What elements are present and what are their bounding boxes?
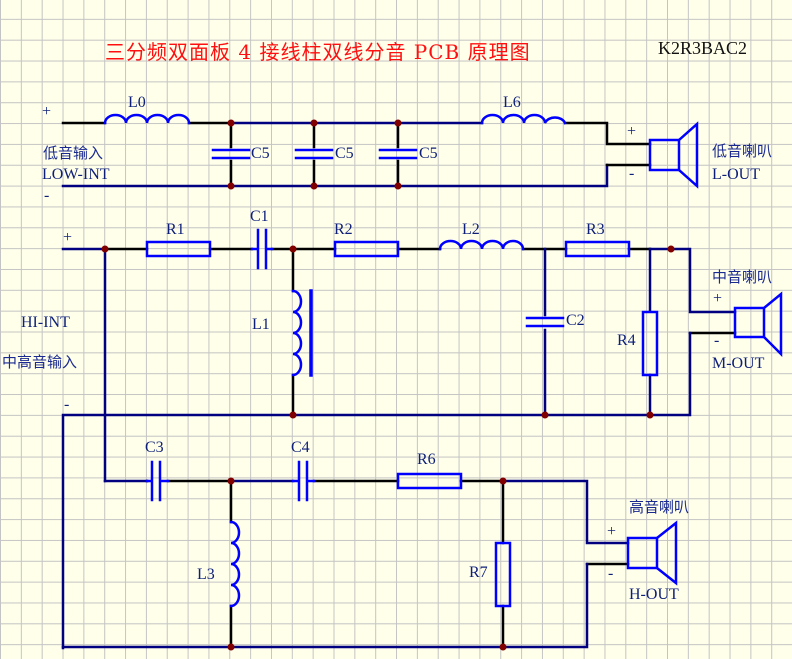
junction-dot: [289, 245, 297, 253]
label-C5-1: C5: [251, 145, 270, 162]
inductor-L2: [438, 239, 525, 251]
junction-dot: [227, 643, 235, 651]
resistor-R6: [396, 472, 463, 490]
model-code: K2R3BAC2: [658, 38, 748, 58]
inductor-L1: [291, 289, 313, 377]
junction-dot: [310, 119, 318, 127]
mid-out-minus: -: [714, 332, 720, 349]
label-L2: L2: [462, 221, 480, 238]
resistor-R3: [564, 240, 631, 258]
capacitor-C5-2: [294, 148, 334, 160]
speaker-mid-icon: [733, 291, 783, 358]
junction-dot: [499, 643, 507, 651]
label-L1: L1: [252, 316, 270, 333]
label-R7: R7: [469, 564, 488, 581]
schematic-title: 三分频双面板 4 接线柱双线分音 PCB 原理图: [105, 40, 531, 64]
junction-dot: [227, 119, 235, 127]
inductor-L6: [480, 113, 567, 125]
low-speaker-name: L-OUT: [712, 166, 760, 183]
junction-dot: [289, 411, 297, 419]
junction-dot: [101, 245, 109, 253]
label-C4: C4: [291, 439, 310, 456]
low-input-name: LOW-INT: [42, 166, 110, 183]
mid-out-plus: +: [713, 290, 723, 307]
junction-dot: [646, 411, 654, 419]
label-R4: R4: [617, 332, 636, 349]
label-R2: R2: [334, 221, 353, 238]
label-C5-3: C5: [419, 145, 438, 162]
low-section-wiring: [61, 121, 652, 188]
junction-dot: [227, 477, 235, 485]
junction-dot: [394, 182, 402, 190]
high-out-plus: +: [607, 523, 617, 540]
resistor-R4: [641, 310, 659, 377]
high-speaker-name: H-OUT: [629, 586, 679, 603]
mid-speaker-cn: 中音喇叭: [712, 268, 773, 286]
junctions: [101, 119, 675, 651]
low-input-name-cn: 低音输入: [43, 144, 104, 162]
label-C3: C3: [145, 439, 164, 456]
label-C5-2: C5: [335, 145, 354, 162]
hi-input-minus: -: [64, 396, 70, 413]
hi-input-name: HI-INT: [21, 314, 70, 331]
low-out-minus: -: [629, 165, 635, 182]
junction-dot: [310, 182, 318, 190]
mid-speaker-name: M-OUT: [712, 355, 765, 372]
label-R6: R6: [417, 451, 436, 468]
high-speaker-cn: 高音喇叭: [629, 498, 690, 516]
label-L3: L3: [197, 566, 215, 583]
resistor-R1: [145, 240, 212, 258]
junction-dot: [227, 182, 235, 190]
capacitor-C1: [250, 228, 274, 270]
label-L6: L6: [503, 94, 521, 111]
mid-section-wiring: [61, 247, 737, 650]
low-input-minus: -: [44, 187, 50, 204]
low-speaker-cn: 低音喇叭: [712, 142, 773, 160]
speaker-low-icon: [648, 121, 699, 189]
label-C2: C2: [566, 312, 585, 329]
label-R3: R3: [586, 221, 605, 238]
label-R1: R1: [166, 221, 185, 238]
junction-dot: [394, 119, 402, 127]
capacitor-C5-3: [378, 148, 418, 160]
low-input-plus: +: [42, 103, 52, 120]
junction-dot: [541, 411, 549, 419]
capacitor-C4: [291, 460, 316, 502]
inductor-L0: [103, 113, 191, 125]
hi-input-plus: +: [63, 229, 73, 246]
high-out-minus: -: [608, 565, 614, 582]
high-section-wiring: [61, 479, 630, 649]
capacitor-C2: [525, 316, 565, 328]
speaker-high-icon: [626, 520, 678, 586]
capacitor-C5-1: [211, 148, 251, 160]
resistor-R7: [494, 541, 512, 608]
label-L0: L0: [128, 94, 146, 111]
label-C1: C1: [250, 208, 269, 225]
hi-input-name-cn: 中高音输入: [2, 353, 78, 371]
inductor-L3: [229, 520, 241, 608]
capacitor-C3: [145, 460, 170, 502]
resistor-R2: [333, 240, 400, 258]
low-out-plus: +: [627, 123, 637, 140]
junction-dot: [667, 245, 675, 253]
junction-dot: [499, 477, 507, 485]
